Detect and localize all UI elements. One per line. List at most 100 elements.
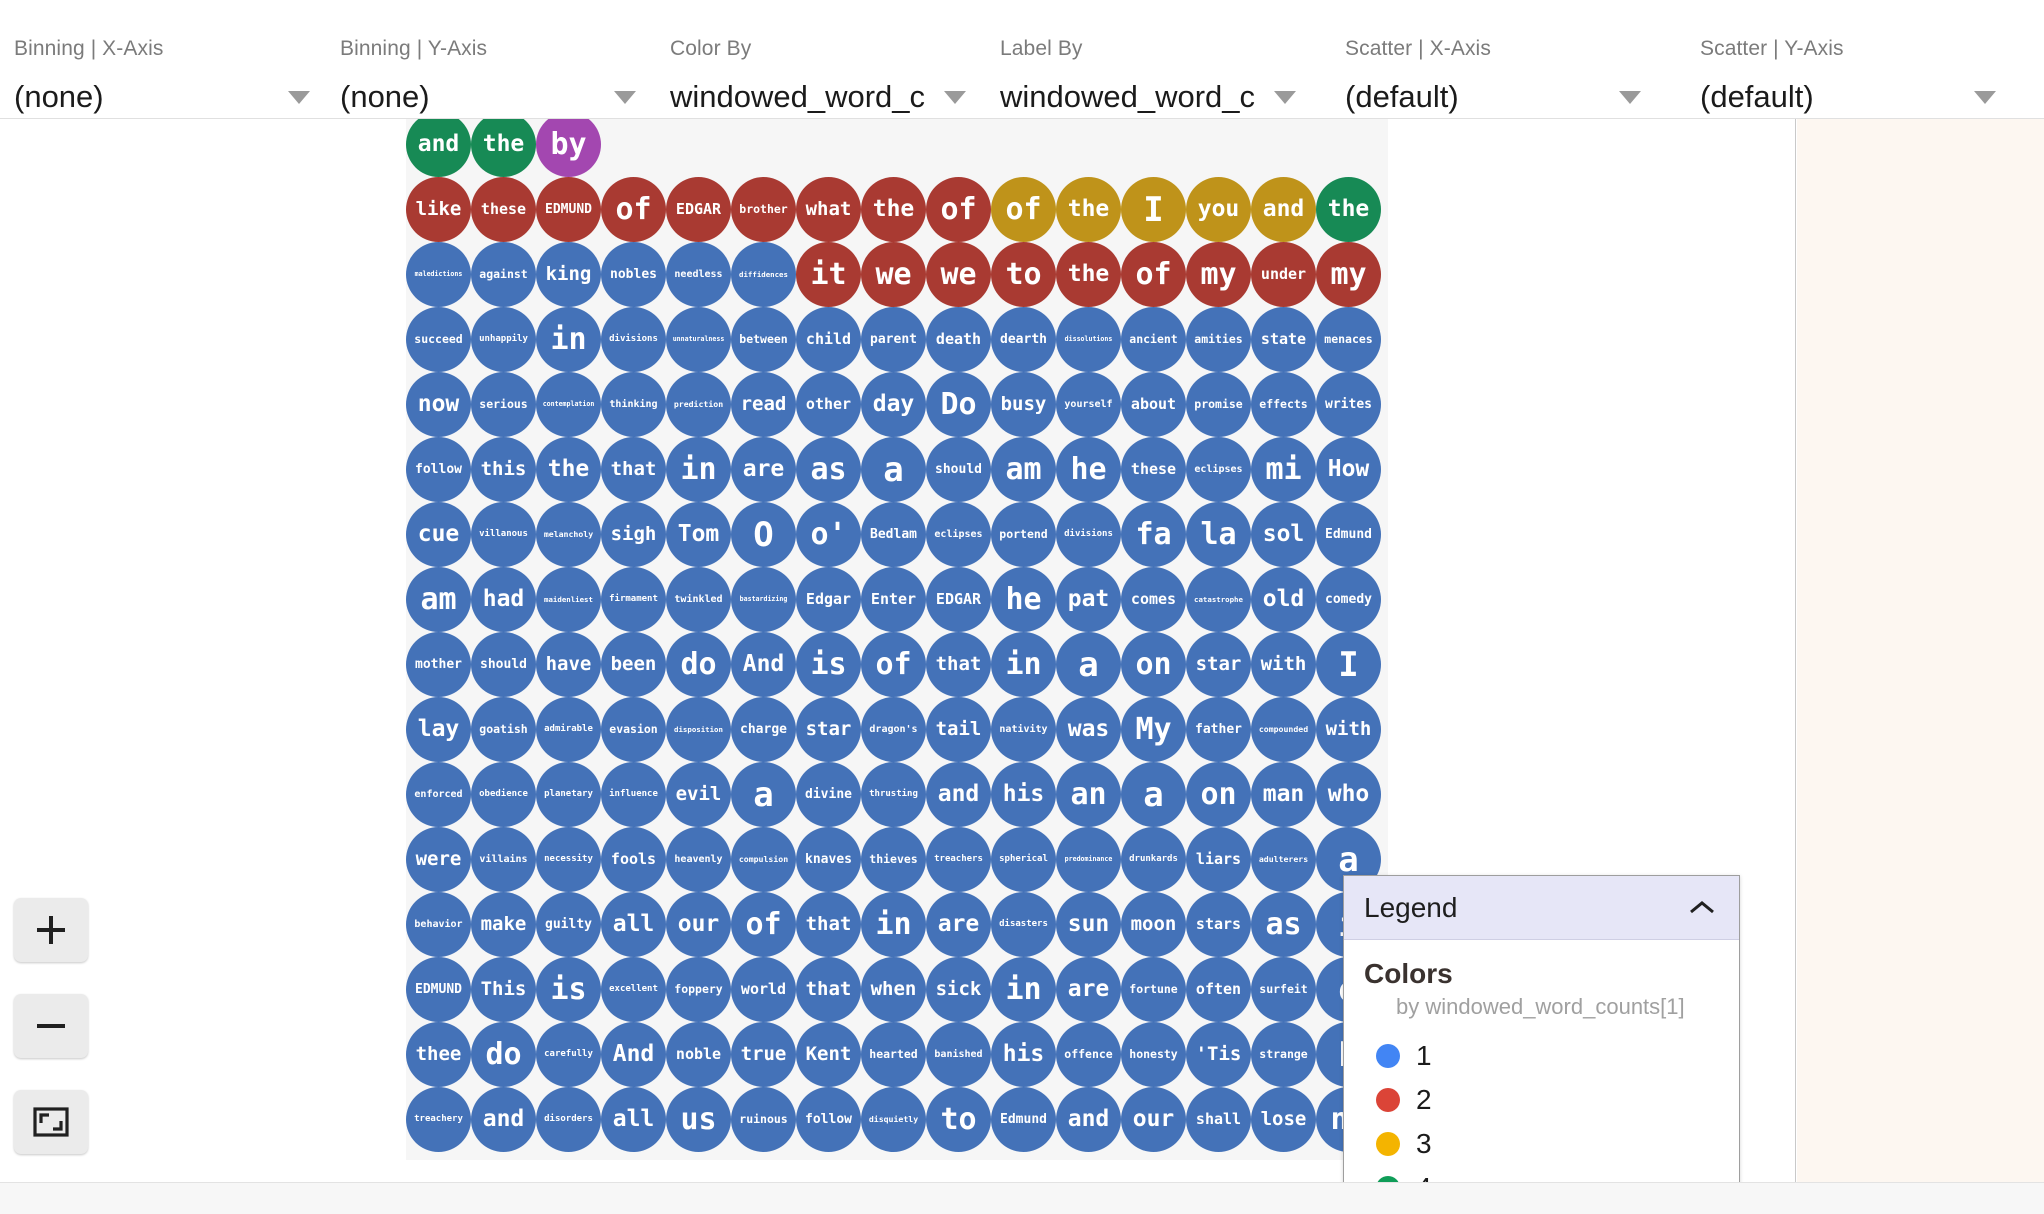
bubble-point[interactable]: often: [1186, 957, 1251, 1022]
bubble-point[interactable]: diffidences: [731, 242, 796, 307]
bubble-point[interactable]: on: [1121, 632, 1186, 697]
bubble-point[interactable]: catastrophe: [1186, 567, 1251, 632]
bubble-point[interactable]: of: [601, 177, 666, 242]
bubble-point[interactable]: a: [1056, 632, 1121, 697]
bubble-point[interactable]: what: [796, 177, 861, 242]
bubble-point[interactable]: been: [601, 632, 666, 697]
legend-item[interactable]: 3: [1364, 1122, 1739, 1166]
bubble-point[interactable]: as: [796, 437, 861, 502]
bubble-point[interactable]: we: [926, 242, 991, 307]
bubble-point[interactable]: liars: [1186, 827, 1251, 892]
bubble-point[interactable]: child: [796, 307, 861, 372]
bubble-point[interactable]: an: [1056, 762, 1121, 827]
bubble-point[interactable]: dearth: [991, 307, 1056, 372]
legend-item[interactable]: 4: [1364, 1166, 1739, 1182]
bubble-point[interactable]: comedy: [1316, 567, 1381, 632]
bubble-point[interactable]: sick: [926, 957, 991, 1022]
bubble-point[interactable]: to: [991, 242, 1056, 307]
bubble-point[interactable]: charge: [731, 697, 796, 762]
bubble-point[interactable]: tail: [926, 697, 991, 762]
bubble-point[interactable]: excellent: [601, 957, 666, 1022]
bubble-point[interactable]: hearted: [861, 1022, 926, 1087]
bubble-point[interactable]: with: [1316, 697, 1381, 762]
bubble-point[interactable]: the: [1056, 242, 1121, 307]
scatter-x-axis-field[interactable]: (default): [1345, 74, 1645, 122]
bubble-point[interactable]: strange: [1251, 1022, 1316, 1087]
bubble-point[interactable]: our: [666, 892, 731, 957]
bubble-point[interactable]: lose: [1251, 1087, 1316, 1152]
bubble-point[interactable]: who: [1316, 762, 1381, 827]
bubble-point[interactable]: succeed: [406, 307, 471, 372]
bubble-point[interactable]: Edmund: [991, 1087, 1056, 1152]
bubble-point[interactable]: follow: [796, 1087, 861, 1152]
bubble-point[interactable]: all: [601, 892, 666, 957]
bubble-point[interactable]: do: [666, 632, 731, 697]
zoom-fit-button[interactable]: [14, 1090, 88, 1154]
bubble-point[interactable]: king: [536, 242, 601, 307]
bubble-point[interactable]: banished: [926, 1022, 991, 1087]
scatter-y-axis[interactable]: Scatter | Y-Axis(default): [1700, 36, 2000, 122]
bubble-point[interactable]: And: [731, 632, 796, 697]
bubble-point[interactable]: firmament: [601, 567, 666, 632]
bubble-point[interactable]: like: [406, 177, 471, 242]
bubble-point[interactable]: a: [861, 437, 926, 502]
bubble-point[interactable]: all: [601, 1087, 666, 1152]
bubble-point[interactable]: honesty: [1121, 1022, 1186, 1087]
bubble-point[interactable]: the: [1056, 177, 1121, 242]
bubble-point[interactable]: and: [1056, 1087, 1121, 1152]
bubble-point[interactable]: spherical: [991, 827, 1056, 892]
bubble-point[interactable]: had: [471, 567, 536, 632]
scatter-y-axis-field[interactable]: (default): [1700, 74, 2000, 122]
bubble-point[interactable]: make: [471, 892, 536, 957]
bubble-point[interactable]: portend: [991, 502, 1056, 567]
bubble-point[interactable]: mi: [1251, 437, 1316, 502]
bubble-point[interactable]: EDMUND: [406, 957, 471, 1022]
color-by-field[interactable]: windowed_word_c: [670, 74, 970, 122]
bubble-point[interactable]: between: [731, 307, 796, 372]
bubble-point[interactable]: unhappily: [471, 307, 536, 372]
bubble-point[interactable]: fortune: [1121, 957, 1186, 1022]
bubble-point[interactable]: disorders: [536, 1087, 601, 1152]
bubble-point[interactable]: the: [1316, 177, 1381, 242]
bubble-point[interactable]: a: [731, 762, 796, 827]
bubble-point[interactable]: My: [1121, 697, 1186, 762]
bubble-point[interactable]: and: [406, 119, 471, 177]
chevron-down-icon[interactable]: [288, 90, 310, 104]
bubble-point[interactable]: adulterers: [1251, 827, 1316, 892]
bubble-point[interactable]: I: [1121, 177, 1186, 242]
chevron-down-icon[interactable]: [614, 90, 636, 104]
bubble-point[interactable]: when: [861, 957, 926, 1022]
bubble-point[interactable]: divisions: [1056, 502, 1121, 567]
bubble-point[interactable]: yourself: [1056, 372, 1121, 437]
bubble-point[interactable]: my: [1316, 242, 1381, 307]
bubble-point[interactable]: EDGAR: [926, 567, 991, 632]
bubble-point[interactable]: by: [536, 119, 601, 177]
bubble-point[interactable]: parent: [861, 307, 926, 372]
legend-item[interactable]: 1: [1364, 1034, 1739, 1078]
bubble-point[interactable]: thinking: [601, 372, 666, 437]
bubble-point[interactable]: are: [731, 437, 796, 502]
bubble-point[interactable]: melancholy: [536, 502, 601, 567]
bubble-point[interactable]: and: [1251, 177, 1316, 242]
binning-y-axis-field[interactable]: (none): [340, 74, 640, 122]
bubble-point[interactable]: guilty: [536, 892, 601, 957]
bubble-point[interactable]: needless: [666, 242, 731, 307]
bubble-point[interactable]: under: [1251, 242, 1316, 307]
bubble-point[interactable]: should: [471, 632, 536, 697]
bubble-point[interactable]: and: [926, 762, 991, 827]
bubble-point[interactable]: the: [536, 437, 601, 502]
bubble-point[interactable]: in: [991, 632, 1056, 697]
bubble-point[interactable]: This: [471, 957, 536, 1022]
bubble-point[interactable]: O: [731, 502, 796, 567]
scatter-x-axis[interactable]: Scatter | X-Axis(default): [1345, 36, 1645, 122]
bubble-point[interactable]: comes: [1121, 567, 1186, 632]
bubble-point[interactable]: o': [796, 502, 861, 567]
bubble-point[interactable]: now: [406, 372, 471, 437]
bubble-point[interactable]: heavenly: [666, 827, 731, 892]
zoom-out-button[interactable]: [14, 994, 88, 1058]
bubble-point[interactable]: are: [1056, 957, 1121, 1022]
bubble-point[interactable]: state: [1251, 307, 1316, 372]
chevron-down-icon[interactable]: [1974, 90, 1996, 104]
bubble-point[interactable]: am: [406, 567, 471, 632]
bubble-point[interactable]: are: [926, 892, 991, 957]
